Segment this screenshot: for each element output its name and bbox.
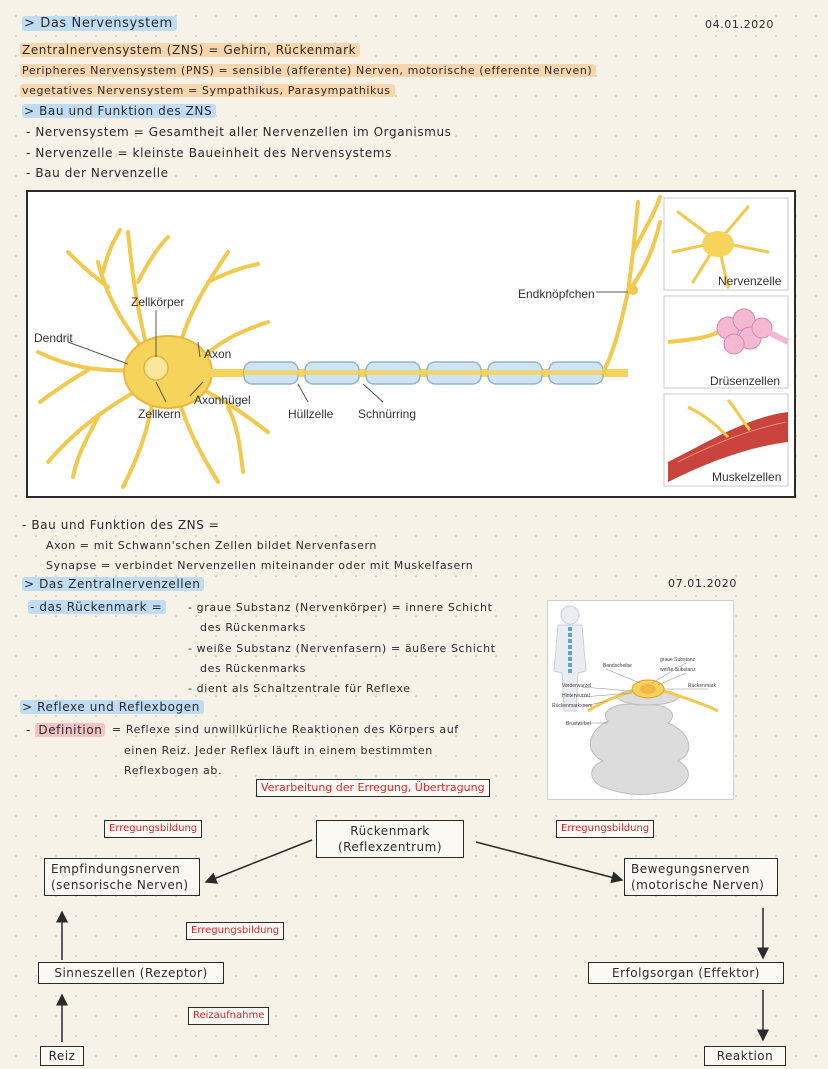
label-endknoepfchen: Endknöpfchen <box>518 287 595 301</box>
label-weisse-substanz: weiße Substanz <box>660 667 696 673</box>
label-brustwirbel: Brustwirbel <box>566 721 591 727</box>
label-erregungsbildung-left: Erregungsbildung <box>104 820 203 838</box>
section2-line1: - Bau und Funktion des ZNS = <box>22 518 220 532</box>
label-huellzelle: Hüllzelle <box>288 407 334 421</box>
bullet-bau: - Bau der Nervenzelle <box>26 166 169 180</box>
date-2: 07.01.2020 <box>668 577 737 590</box>
label-zellkern: Zellkern <box>138 407 181 421</box>
box-bewegungsnerven: Bewegungsnerven (motorische Nerven) <box>624 858 778 896</box>
panel-muskelzellen-label: Muskelzellen <box>712 470 781 484</box>
pns-line: Peripheres Nervensystem (PNS) = sensible… <box>20 64 597 77</box>
bullet-nervensystem: - Nervensystem = Gesamtheit aller Nerven… <box>26 125 452 139</box>
box-reaktion: Reaktion <box>704 1046 786 1066</box>
label-erregungsbildung-right: Erregungsbildung <box>556 820 655 838</box>
section2-heading: > Das Zentralnervenzellen <box>22 577 205 591</box>
box-erfolgsorgan: Erfolgsorgan (Effektor) <box>588 962 784 984</box>
label-rueckenmarksnerv: Rückenmarksnerv <box>552 703 593 709</box>
definition-text-2: Reflexbogen ab. <box>124 764 223 777</box>
label-reizaufnahme: Reizaufnahme <box>188 1007 270 1025</box>
synapse-definition: Synapse = verbindet Nervenzellen miteina… <box>46 559 474 572</box>
bullet-nervenzelle: - Nervenzelle = kleinste Baueinheit des … <box>26 146 392 160</box>
label-vorderwurzel: Vorderwurzel <box>562 683 591 689</box>
rm-item-4: - dient als Schaltzentrale für Reflexe <box>188 682 411 695</box>
spinal-cord-image: Bandscheibe graue Substanz weiße Substan… <box>547 600 734 800</box>
label-axonhuegel: Axonhügel <box>194 393 251 407</box>
panel-nervenzelle-label: Nervenzelle <box>718 274 782 288</box>
rm-item-2: - weiße Substanz (Nervenfasern) = äußere… <box>188 642 496 655</box>
neuron-diagram: Dendrit Zellkörper Axon Axonhügel Zellke… <box>26 190 796 498</box>
neuron-illustration: Dendrit Zellkörper Axon Axonhügel Zellke… <box>34 195 790 489</box>
definition-label: - Definition <box>26 723 106 737</box>
rm-item-1: des Rückenmarks <box>200 621 306 634</box>
date-1: 04.01.2020 <box>705 18 774 31</box>
label-hinterwurzel: Hinterwurzel <box>562 693 590 699</box>
section3-heading: > Reflexe und Reflexbogen <box>20 700 204 714</box>
section1-heading: > Bau und Funktion des ZNS <box>22 104 217 118</box>
label-erregungsbildung-mid: Erregungsbildung <box>186 922 285 940</box>
label-schnuerring: Schnürring <box>358 407 416 421</box>
box-reiz: Reiz <box>40 1046 84 1066</box>
label-verarbeitung: Verarbeitung der Erregung, Übertragung <box>256 779 490 797</box>
box-sinneszellen: Sinneszellen (Rezeptor) <box>38 962 224 984</box>
rueckenmark-label: - das Rückenmark = <box>28 600 167 614</box>
label-axon: Axon <box>204 347 231 361</box>
label-rueckenmark: Rückenmark <box>688 683 717 689</box>
rm-item-0: - graue Substanz (Nervenkörper) = innere… <box>188 601 493 614</box>
zns-line: Zentralnervensystem (ZNS) = Gehirn, Rück… <box>20 43 361 57</box>
page-title: > Das Nervensystem <box>22 16 177 31</box>
panel-druesenzellen-label: Drüsenzellen <box>710 374 780 388</box>
box-empfindungsnerven: Empfindungsnerven (sensorische Nerven) <box>44 858 200 896</box>
box-rueckenmark: Rückenmark (Reflexzentrum) <box>316 820 464 858</box>
label-graue-substanz: graue Substanz <box>660 657 696 663</box>
definition-text-0: = Reflexe sind unwillkürliche Reaktionen… <box>112 723 459 736</box>
rm-item-3: des Rückenmarks <box>200 662 306 675</box>
label-zellkoerper: Zellkörper <box>131 295 184 309</box>
definition-text-1: einen Reiz. Jeder Reflex läuft in einem … <box>124 744 433 757</box>
axon-definition: Axon = mit Schwann'schen Zellen bildet N… <box>46 539 377 552</box>
vegetative-line: vegetatives Nervensystem = Sympathikus, … <box>20 84 395 97</box>
label-dendrit: Dendrit <box>34 331 73 345</box>
label-bandscheibe: Bandscheibe <box>603 663 632 669</box>
